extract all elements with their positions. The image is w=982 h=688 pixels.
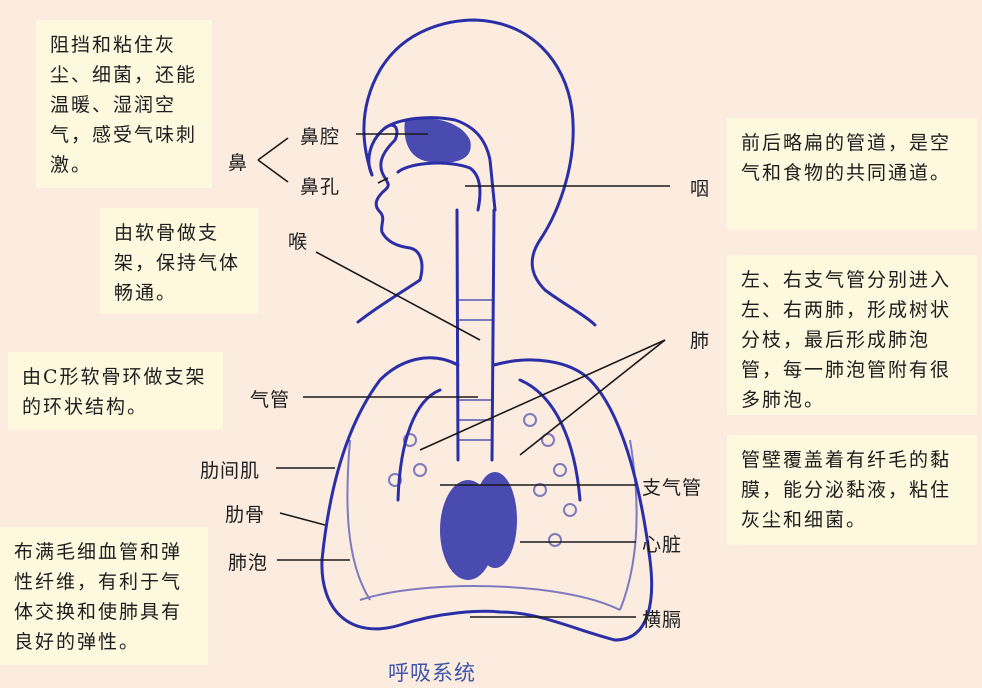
note-larynx: 由软骨做支架，保持气体畅通。 [100, 208, 258, 314]
label-nasal-cavity: 鼻腔 [300, 126, 341, 148]
label-larynx: 喉 [288, 231, 309, 253]
note-bronchi-mucosa: 管壁覆盖着有纤毛的黏膜，能分泌黏液，粘住灰尘和细菌。 [727, 435, 977, 545]
note-pharynx: 前后略扁的管道，是空气和食物的共同通道。 [727, 118, 977, 230]
label-nostril: 鼻孔 [300, 176, 341, 198]
label-nose: 鼻 [228, 152, 249, 174]
label-diaphragm: 横膈 [642, 609, 683, 631]
label-bronchus: 支气管 [642, 477, 703, 499]
label-heart: 心脏 [642, 534, 683, 556]
label-rib: 肋骨 [225, 504, 266, 526]
note-alveoli: 布满毛细血管和弹性纤维，有利于气体交换和使肺具有良好的弹性。 [0, 527, 208, 665]
label-pharynx: 咽 [690, 178, 711, 200]
label-alveolus: 肺泡 [228, 552, 269, 574]
label-lung: 肺 [690, 330, 711, 352]
figure-caption: 呼吸系统 [388, 661, 476, 685]
label-intercostal-muscle: 肋间肌 [200, 460, 261, 482]
note-bronchi-branching: 左、右支气管分别进入左、右两肺，形成树状分枝，最后形成肺泡管，每一肺泡管附有很多… [727, 255, 977, 415]
note-trachea: 由C形软骨环做支架的环状结构。 [8, 352, 223, 430]
label-trachea: 气管 [250, 389, 291, 411]
note-nose: 阻挡和粘住灰尘、细菌，还能温暖、湿润空气，感受气味刺激。 [36, 20, 212, 188]
